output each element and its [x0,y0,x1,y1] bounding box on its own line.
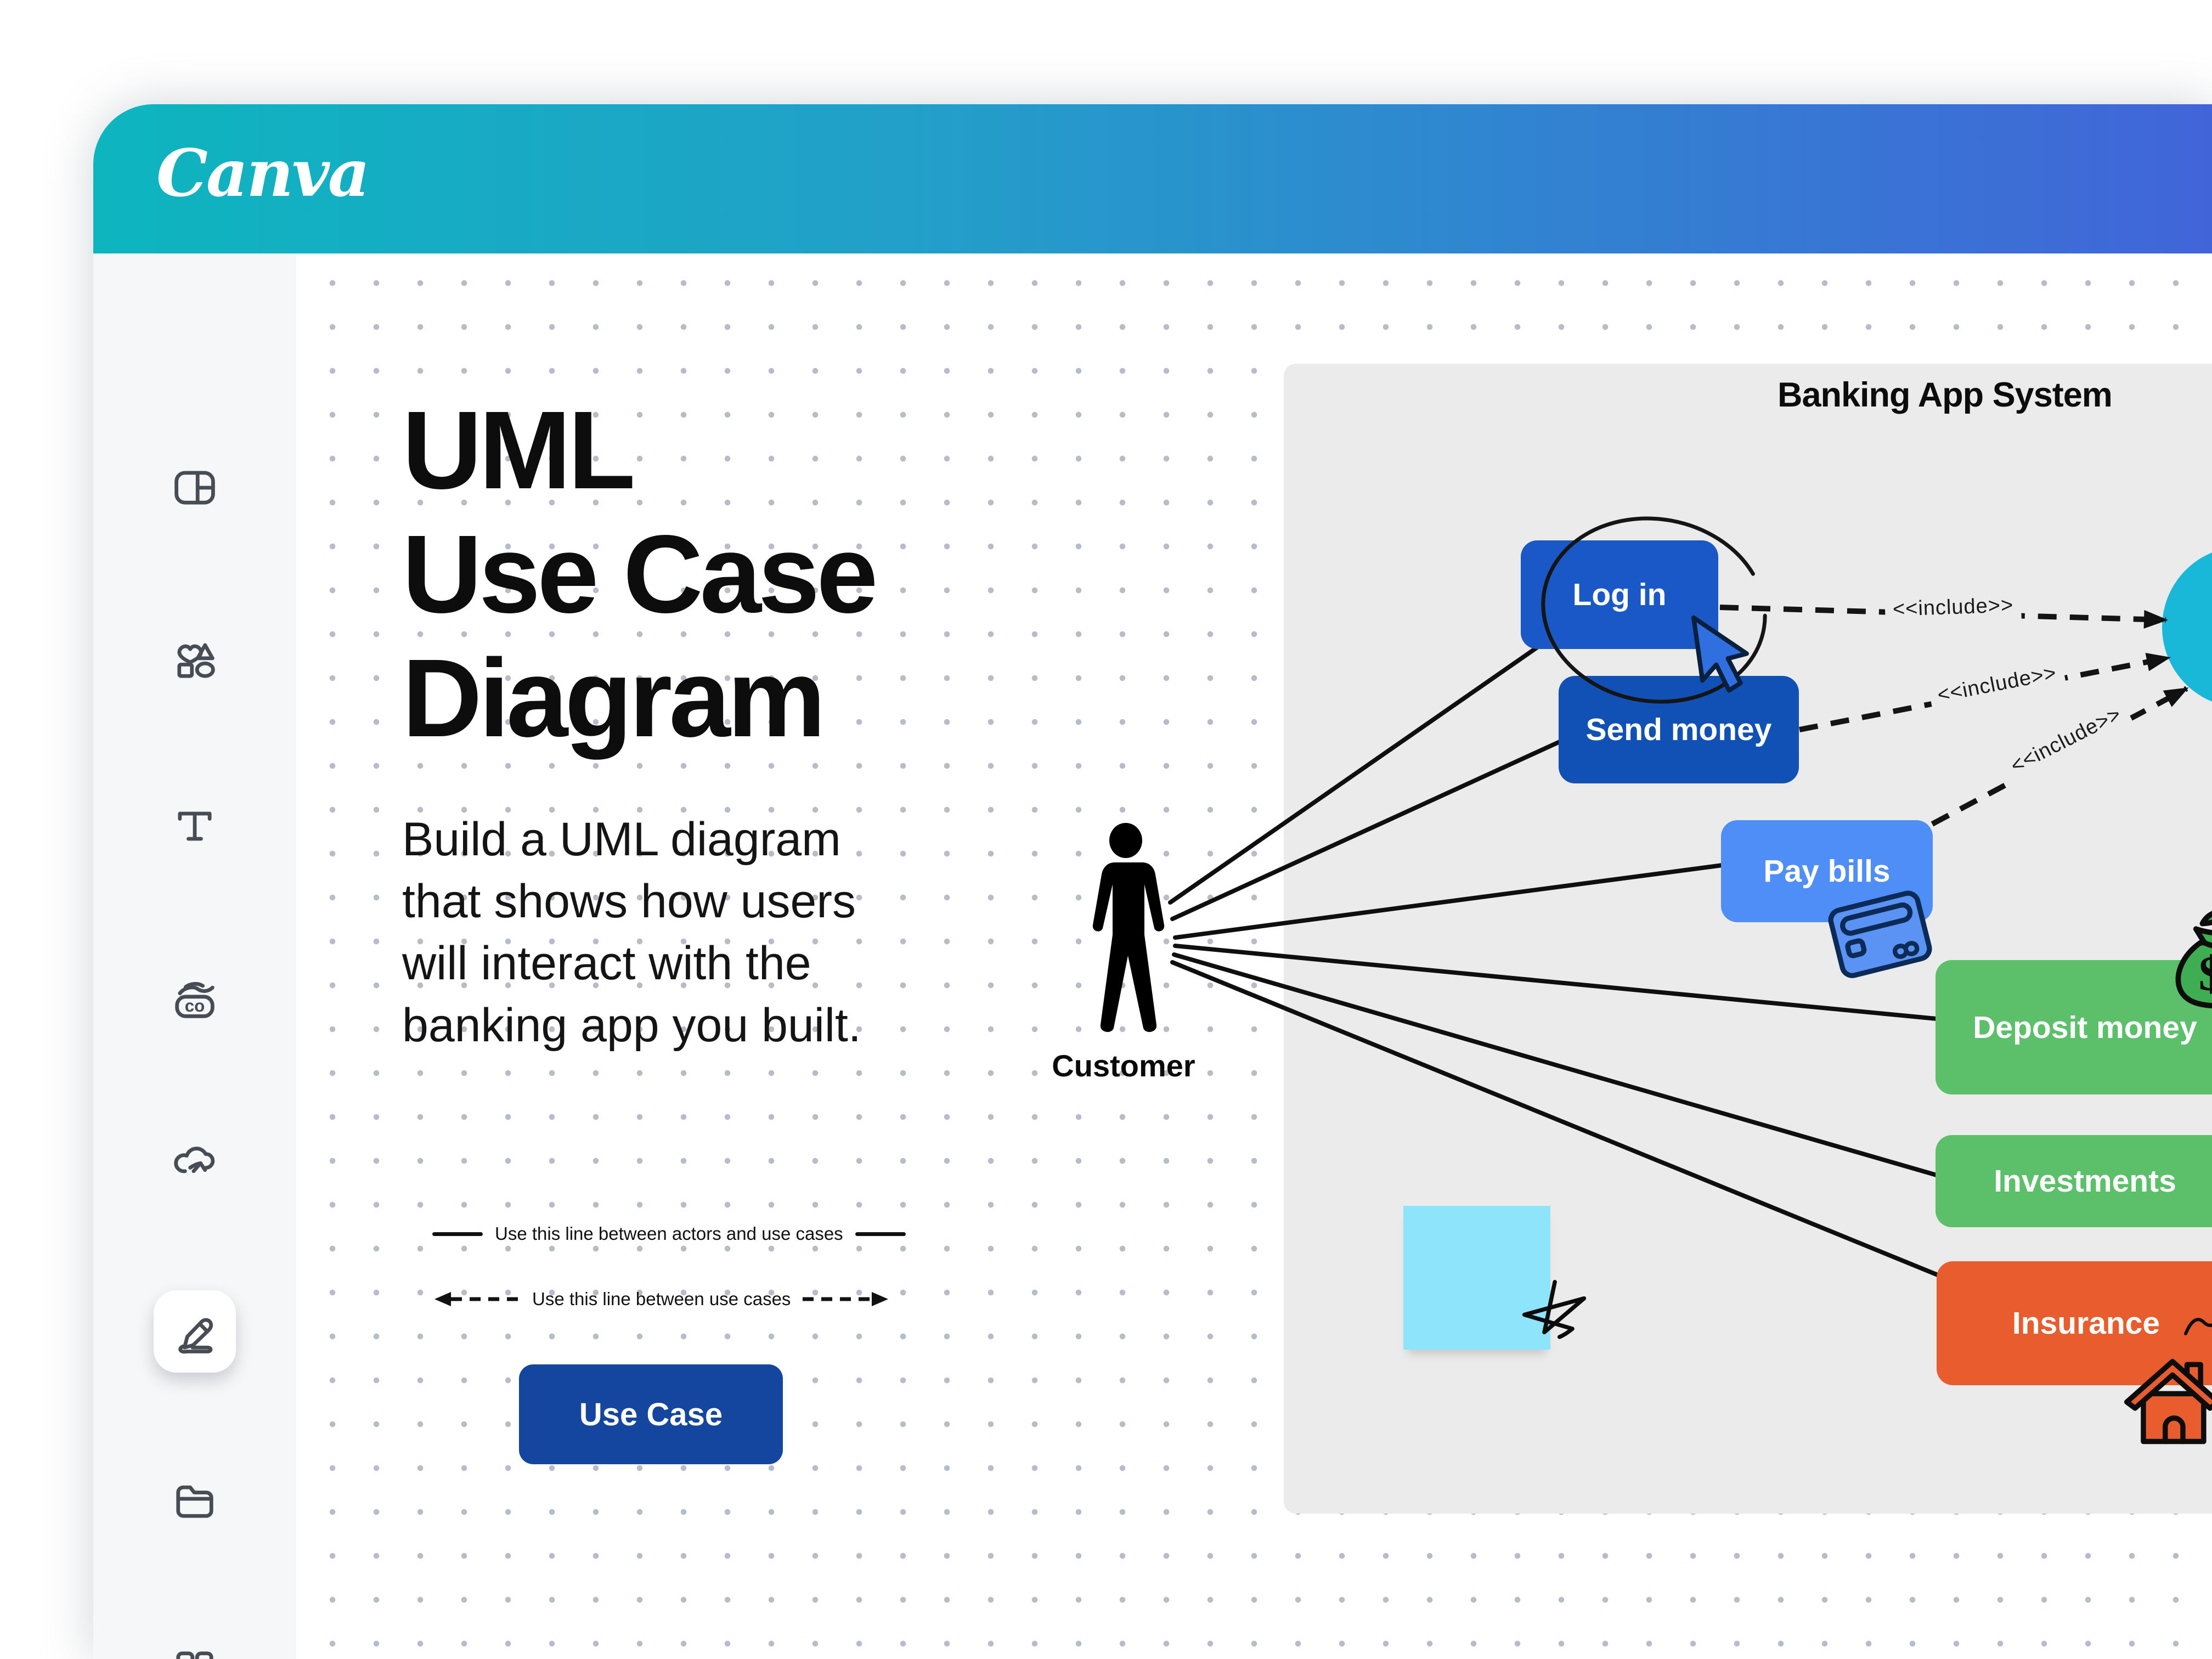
design-icon [174,471,215,505]
legend-usecase-line-text: Use this line between use cases [532,1289,791,1309]
brand-icon: co [175,981,215,1018]
hand-drawn-circle-doodle[interactable] [1533,510,1775,710]
legend-actor-line-text: Use this line between actors and use cas… [495,1223,843,1244]
usecase-log-in-label: Log in [1572,577,1667,612]
sidebar-item-elements[interactable] [154,619,236,701]
usecase-send-money-label: Send money [1585,712,1772,747]
usecase-insurance-label: Insurance [2012,1306,2160,1341]
sidebar-item-apps[interactable] [154,1629,236,1659]
sidebar-item-draw[interactable] [154,1290,236,1373]
solid-line-sample-left [432,1232,483,1236]
svg-text:$: $ [2199,946,2212,1001]
dashed-arrow-right-icon [803,1292,889,1306]
canva-app-window: Canva co [93,104,2212,1659]
app-header: Canva [93,104,2212,253]
design-canvas[interactable]: Banking App System [296,253,2212,1659]
include-label-login[interactable]: <<include>> [1884,590,2022,625]
upload-cloud-icon [174,1147,215,1173]
connector-lines [1168,605,2189,1277]
dashed-arrow-left-icon [435,1292,520,1306]
folder-icon [176,1485,213,1518]
money-bag-icon: $ [2175,911,2212,1008]
use-case-sample-label: Use Case [579,1396,723,1432]
draw-pen-icon [178,1318,213,1354]
usecase-deposit-money[interactable]: Deposit money [1936,960,2212,1094]
usecase-investments[interactable]: Investments [1936,1135,2212,1227]
usecase-pay-bills-label: Pay bills [1763,854,1891,889]
description-line-2: that shows how users [402,875,856,928]
page-description[interactable]: Build a UML diagram that shows how users… [402,809,861,1057]
squiggle-doodle [2184,1318,2212,1335]
page-title[interactable]: UML Use Case Diagram [402,388,878,760]
apps-grid-plus-icon [176,1651,213,1659]
solid-line-sample-right [855,1232,906,1236]
system-panel-title[interactable]: Banking App System [1778,376,2113,414]
description-line-4: banking app you built. [402,999,861,1052]
sticky-note[interactable] [1403,1206,1550,1350]
title-line-3: Diagram [402,636,826,760]
actor-label[interactable]: Customer [1052,1048,1195,1083]
house-icon [2124,1358,2212,1444]
sidebar-item-text[interactable] [154,785,236,867]
sidebar-item-brand[interactable]: co [154,958,236,1040]
credit-card-icon [1828,890,1932,978]
customer-actor-figure[interactable] [1074,822,1178,1052]
usecase-investments-label: Investments [1994,1164,2176,1199]
sidebar-item-projects[interactable] [154,1458,236,1541]
cursor-pointer-icon [1691,615,1749,693]
canva-logo[interactable]: Canva [156,135,370,211]
sidebar-item-uploads[interactable] [154,1120,236,1202]
usecase-log-in[interactable]: Log in [1521,540,1718,649]
usecase-deposit-money-label: Deposit money [1973,1009,2197,1045]
title-line-1: UML [402,388,636,512]
legend-actor-line[interactable]: Use this line between actors and use cas… [432,1223,906,1244]
svg-text:co: co [185,996,205,1015]
elements-icon [177,643,215,678]
use-case-sample-shape[interactable]: Use Case [519,1364,783,1464]
sidebar-item-design[interactable] [154,447,236,529]
text-icon [178,811,212,841]
description-line-3: will interact with the [402,937,811,990]
legend-usecase-line[interactable]: Use this line between use cases [432,1288,890,1310]
sidebar: co [93,253,298,1659]
usecase-send-money[interactable]: Send money [1559,676,1799,783]
description-line-1: Build a UML diagram [402,813,841,866]
star-doodle[interactable] [1519,1278,1589,1343]
title-line-2: Use Case [402,512,878,636]
